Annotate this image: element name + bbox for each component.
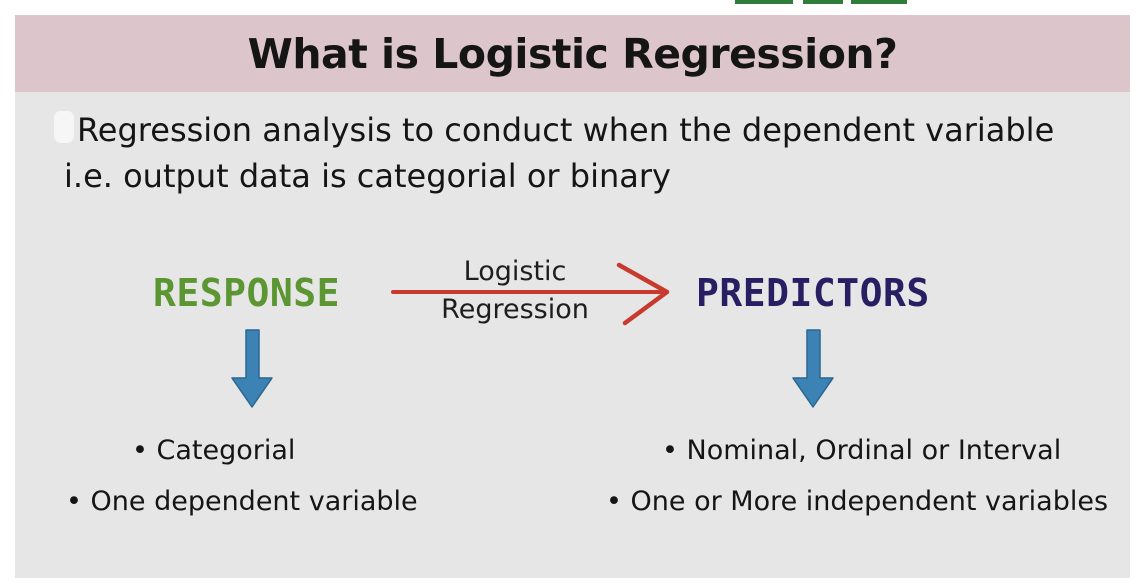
definition-line-1: Regression analysis to conduct when the … [77, 111, 1055, 149]
connector-label-line-1: Logistic [463, 256, 567, 287]
connector-label: Logistic Regression [425, 253, 605, 329]
predictor-bullet-1: • Nominal, Ordinal or Interval [662, 435, 1062, 466]
logo-fragment [735, 0, 907, 4]
predictors-heading: PREDICTORS [696, 271, 930, 315]
title-bar: What is Logistic Regression? [15, 15, 1130, 92]
response-arrow-down-icon [231, 329, 273, 408]
definition-text: Regression analysis to conduct when the … [64, 107, 1124, 199]
predictors-arrow-down-icon [792, 329, 834, 408]
definition-line-2: i.e. output data is categorial or binary [64, 157, 671, 195]
response-heading: RESPONSE [153, 271, 341, 315]
response-bullet-2: • One dependent variable [66, 486, 418, 517]
response-bullet-1: • Categorial [132, 435, 296, 466]
arrow-right-icon [391, 262, 670, 326]
text-marker [54, 111, 74, 143]
slide-title: What is Logistic Regression? [247, 29, 898, 78]
predictor-bullet-2: • One or More independent variables [606, 486, 1109, 517]
connector-label-line-2: Regression [441, 294, 589, 325]
slide: What is Logistic Regression? Regression … [15, 15, 1130, 578]
diagram-arrows [231, 262, 834, 408]
